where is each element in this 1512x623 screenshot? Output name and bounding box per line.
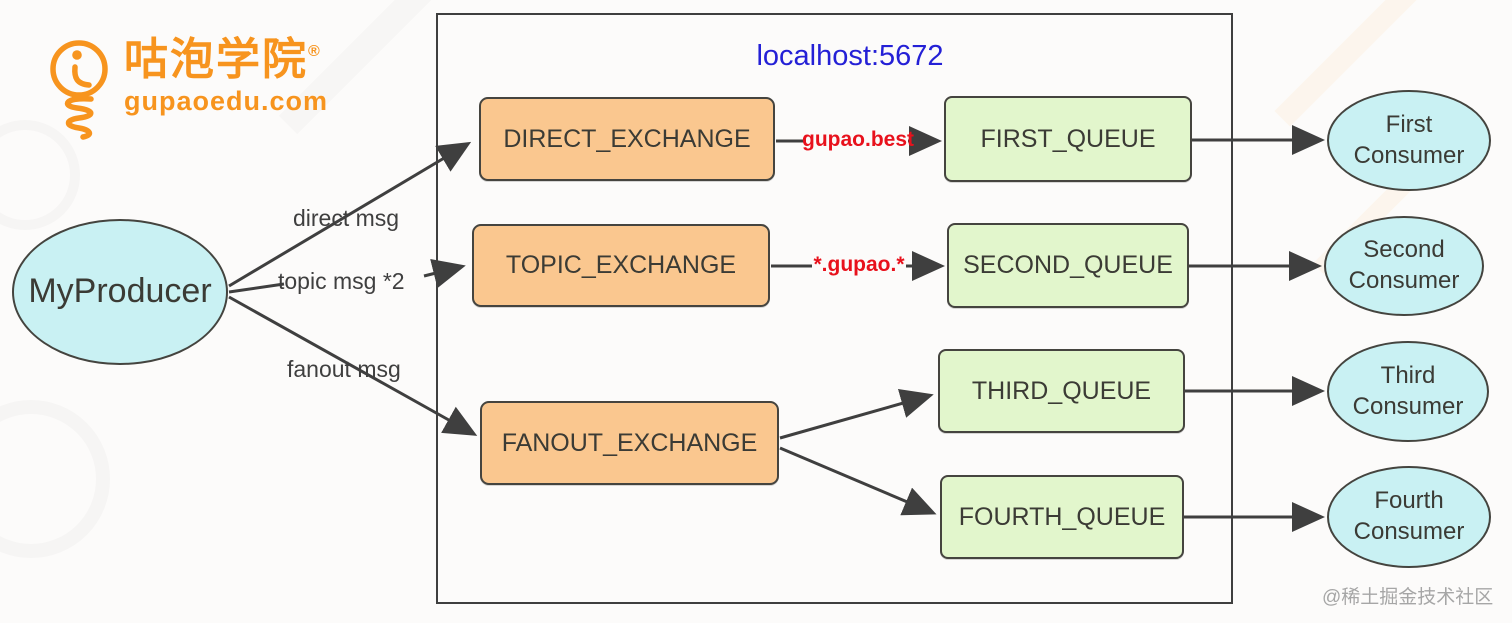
gupao-logo: 咕泡学院® gupaoedu.com — [48, 35, 329, 144]
logo-domain: gupaoedu.com — [124, 86, 329, 117]
logo-brand-cn: 咕泡学院® — [124, 35, 322, 84]
queue-label: FIRST_QUEUE — [980, 124, 1156, 153]
exchange-label: TOPIC_EXCHANGE — [505, 251, 737, 279]
queue-label: FOURTH_QUEUE — [958, 502, 1166, 531]
consumer-label: Third Consumer — [1352, 361, 1464, 420]
node-first-queue[interactable]: FIRST_QUEUE — [944, 96, 1192, 182]
logo-text: 咕泡学院® gupaoedu.com — [124, 35, 329, 117]
node-third-queue[interactable]: THIRD_QUEUE — [938, 349, 1185, 433]
consumer-label: Second Consumer — [1348, 236, 1460, 294]
exchange-label: FANOUT_EXCHANGE — [501, 428, 758, 457]
edge-label-topic-msg: topic msg *2 — [278, 268, 405, 294]
node-my-producer[interactable]: MyProducer — [12, 219, 228, 365]
routing-key-topic: *.gupao.* — [813, 253, 905, 276]
edge-label-direct-msg: direct msg — [293, 205, 400, 231]
registered-mark: ® — [308, 43, 322, 60]
node-fourth-queue[interactable]: FOURTH_QUEUE — [940, 475, 1184, 559]
node-third-consumer[interactable]: Third Consumer — [1327, 341, 1489, 442]
node-first-consumer[interactable]: First Consumer — [1327, 90, 1491, 191]
background-watermark-circle — [0, 120, 80, 230]
producer-label: MyProducer — [28, 272, 212, 311]
consumer-label: Fourth Consumer — [1353, 487, 1465, 545]
node-second-consumer[interactable]: Second Consumer — [1324, 216, 1484, 316]
node-fanout-exchange[interactable]: FANOUT_EXCHANGE — [480, 401, 779, 485]
broker-address: localhost:5672 — [756, 40, 944, 72]
queue-label: THIRD_QUEUE — [971, 376, 1152, 405]
node-second-queue[interactable]: SECOND_QUEUE — [947, 223, 1189, 308]
site-watermark: @稀土掘金技术社区 — [1322, 587, 1494, 608]
node-direct-exchange[interactable]: DIRECT_EXCHANGE — [479, 97, 775, 181]
node-topic-exchange[interactable]: TOPIC_EXCHANGE — [472, 224, 770, 307]
background-watermark-circle — [0, 400, 110, 558]
broker-container — [436, 13, 1233, 604]
node-fourth-consumer[interactable]: Fourth Consumer — [1327, 466, 1491, 568]
routing-key-direct: gupao.best — [802, 128, 915, 151]
consumer-label: First Consumer — [1353, 110, 1465, 169]
lightbulb-icon — [50, 40, 108, 140]
exchange-label: DIRECT_EXCHANGE — [503, 124, 751, 153]
edge-producer-to-topic-label — [228, 282, 285, 294]
edge-label-fanout-msg: fanout msg — [287, 356, 401, 382]
queue-label: SECOND_QUEUE — [963, 251, 1173, 279]
